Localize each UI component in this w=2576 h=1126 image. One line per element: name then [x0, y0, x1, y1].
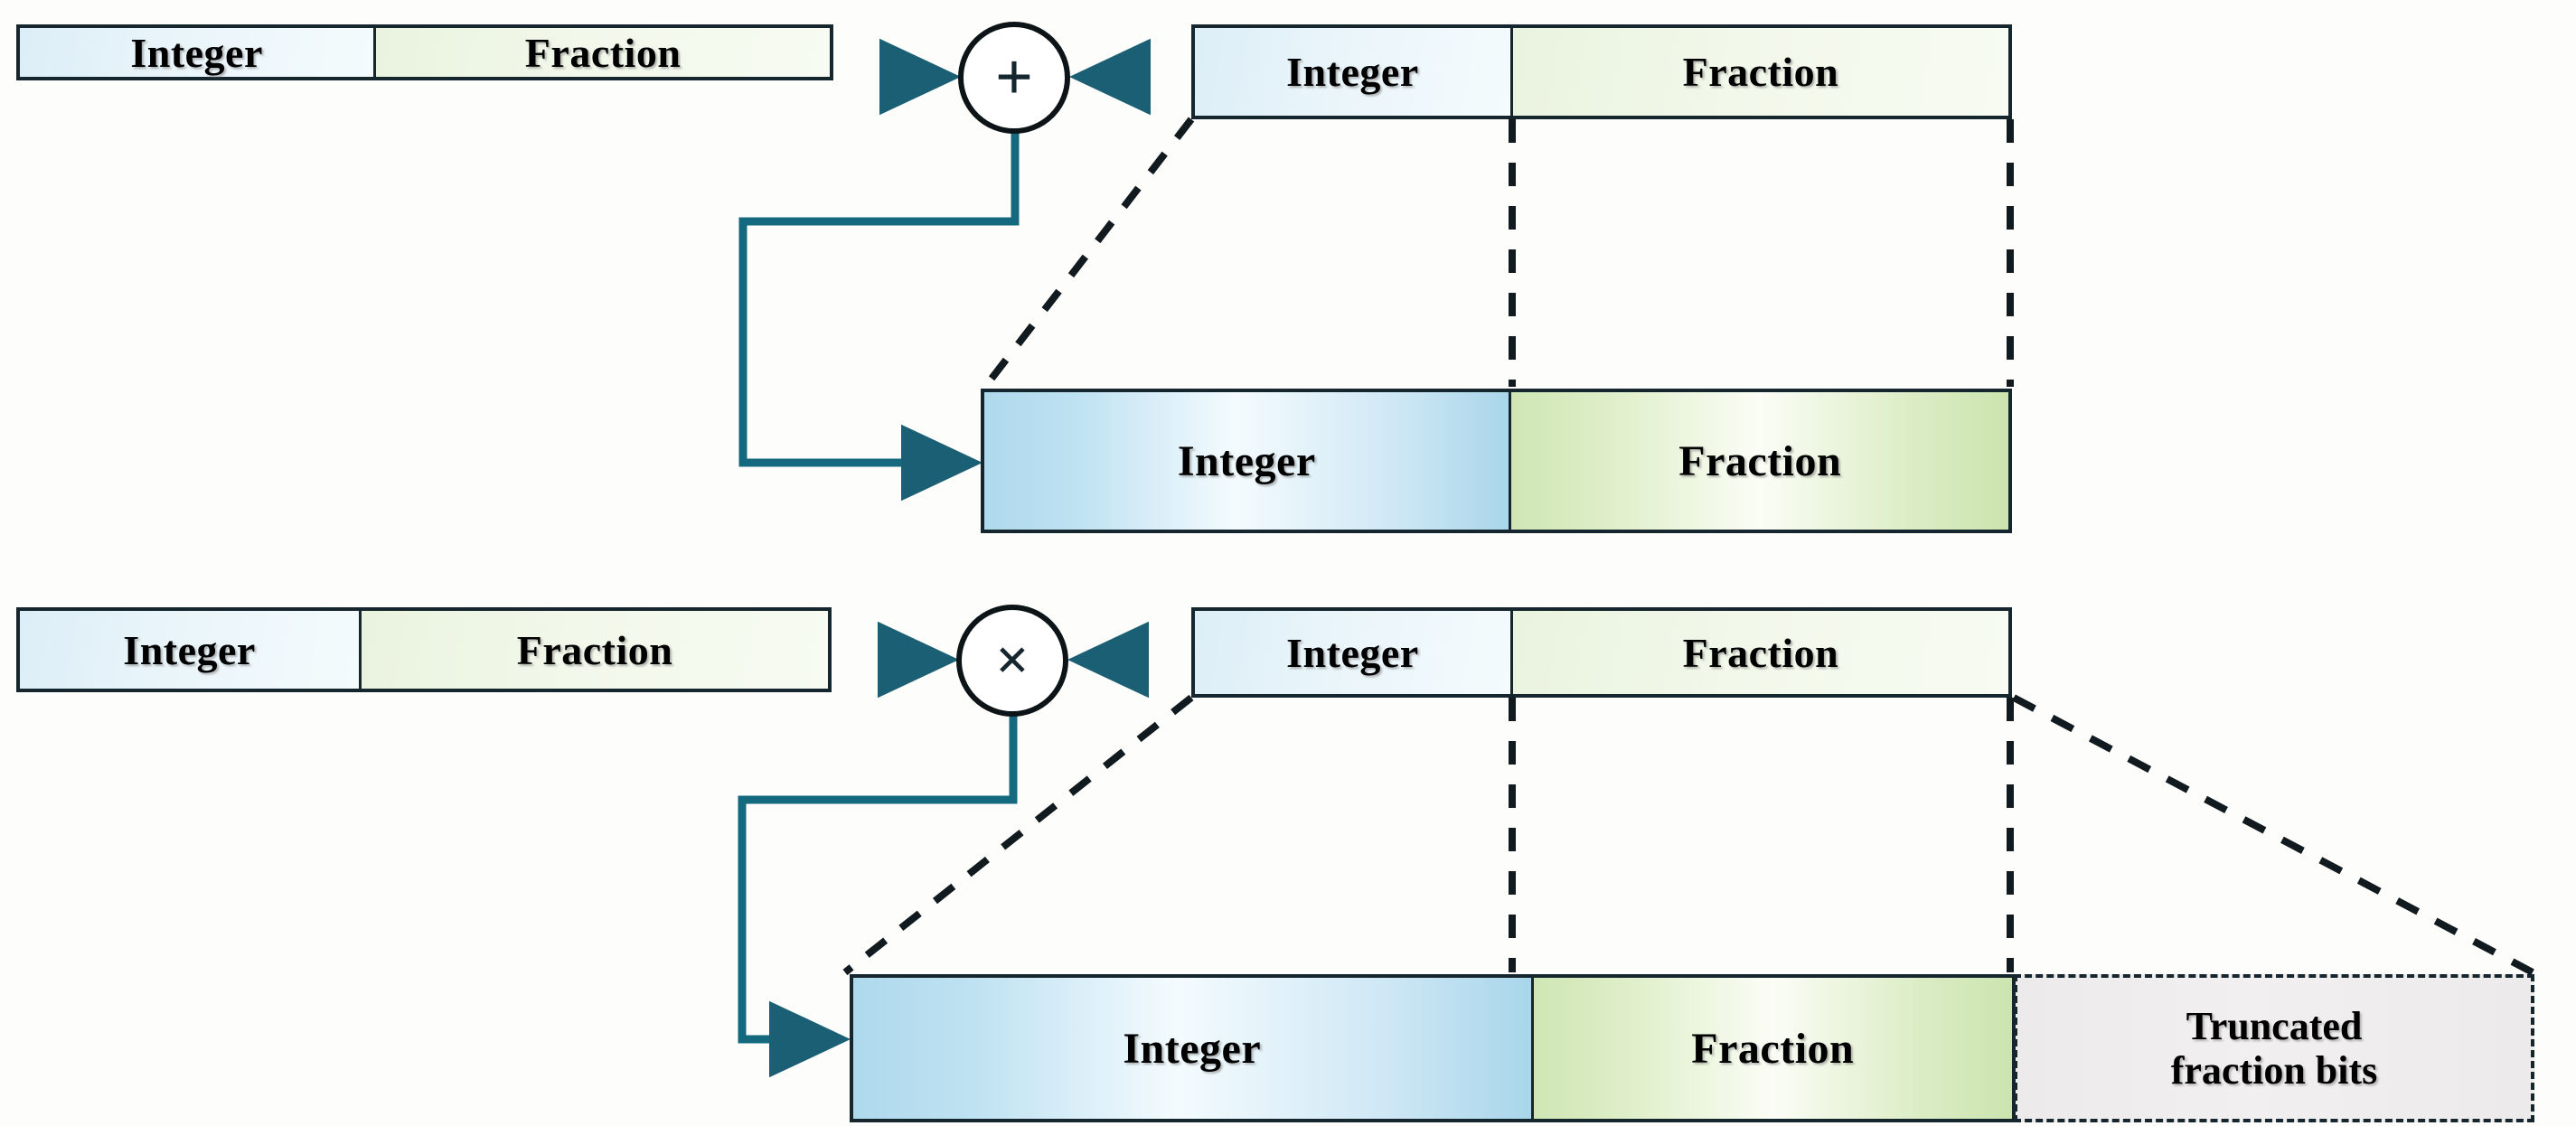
mul-left-operand-fraction-label: Fraction	[516, 626, 673, 673]
add-left-operand-box: Integer Fraction	[16, 24, 833, 80]
dashed-diagonal-top-left	[982, 117, 1195, 389]
times-operator-circle: ×	[956, 605, 1068, 717]
mul-result-fraction-cell: Fraction	[1533, 978, 2012, 1119]
mul-right-operand-fraction-label: Fraction	[1682, 629, 1839, 676]
mul-right-operand-fraction-cell: Fraction	[1512, 611, 2008, 694]
add-left-operand-integer-cell: Integer	[20, 28, 377, 77]
add-result-box: Integer Fraction	[981, 389, 2012, 533]
add-result-integer-cell: Integer	[984, 392, 1512, 530]
add-right-operand-box: Integer Fraction	[1191, 24, 2012, 119]
mul-left-operand-integer-cell: Integer	[20, 611, 362, 689]
truncated-fraction-bits-label: Truncated fraction bits	[2171, 1004, 2378, 1093]
mul-result-integer-cell: Integer	[853, 978, 1534, 1119]
plus-operator-symbol: +	[994, 41, 1034, 115]
mul-right-operand-integer-cell: Integer	[1195, 611, 1513, 694]
add-result-integer-label: Integer	[1177, 436, 1316, 485]
add-left-operand-fraction-label: Fraction	[524, 29, 682, 76]
add-left-operand-fraction-cell: Fraction	[376, 28, 830, 77]
add-left-operand-integer-label: Integer	[130, 29, 263, 76]
mul-right-operand-box: Integer Fraction	[1191, 607, 2012, 698]
mul-left-operand-fraction-cell: Fraction	[362, 611, 828, 689]
dashed-diagonal-bottom-right	[2012, 694, 2534, 976]
times-operator-symbol: ×	[995, 627, 1029, 693]
add-result-fraction-cell: Fraction	[1511, 392, 2008, 530]
add-right-operand-fraction-cell: Fraction	[1512, 28, 2008, 116]
add-right-operand-integer-label: Integer	[1286, 49, 1419, 95]
mul-result-box: Integer Fraction	[850, 974, 2016, 1122]
add-result-fraction-label: Fraction	[1678, 436, 1842, 485]
mul-result-fraction-label: Fraction	[1691, 1024, 1855, 1073]
truncated-line-1: Truncated	[2186, 1003, 2363, 1048]
add-right-operand-fraction-label: Fraction	[1682, 49, 1839, 95]
dashed-diagonal-bottom-left	[842, 694, 1194, 976]
mul-right-operand-integer-label: Integer	[1286, 629, 1419, 676]
add-right-operand-integer-cell: Integer	[1195, 28, 1513, 116]
truncated-line-2: fraction bits	[2170, 1048, 2378, 1093]
wire-plus-to-result	[738, 132, 1020, 502]
plus-operator-circle: +	[958, 22, 1070, 134]
mul-left-operand-box: Integer Fraction	[16, 607, 832, 692]
truncated-fraction-bits-box: Truncated fraction bits	[2014, 974, 2534, 1122]
mul-result-integer-label: Integer	[1123, 1024, 1262, 1073]
mul-left-operand-integer-label: Integer	[123, 626, 256, 673]
